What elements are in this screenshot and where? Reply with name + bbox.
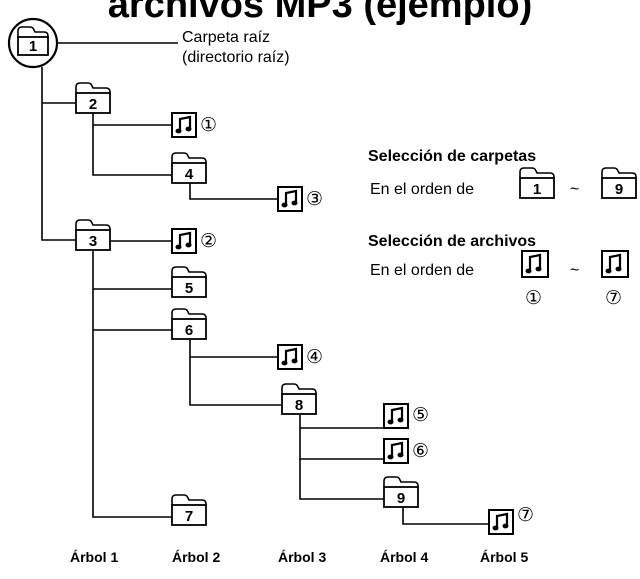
folder-7-icon: 7: [171, 494, 207, 526]
file-5-number: ⑤: [412, 404, 429, 426]
file-4-music-icon: [277, 344, 303, 370]
folder-selection-tilde: ~: [570, 181, 580, 198]
legend-file-to-number: ⑦: [605, 287, 622, 309]
folder-number: 8: [295, 397, 303, 414]
root-label-line1: Carpeta raíz: [182, 29, 271, 46]
file-3-number: ③: [306, 188, 323, 210]
legend-folder-from-icon: 1: [519, 167, 555, 199]
folder-8-icon: 8: [281, 383, 317, 415]
file-5-music-icon: [383, 403, 409, 429]
folder-number: 7: [185, 508, 193, 525]
folder-5-icon: 5: [171, 266, 207, 298]
tree-label-3: Árbol 3: [278, 549, 327, 565]
tree-label-2: Árbol 2: [172, 549, 221, 565]
folder-3-icon: 3: [75, 219, 111, 251]
folder-number: 6: [185, 322, 193, 339]
folder-number: 2: [89, 96, 97, 113]
file-2-number: ②: [200, 230, 217, 252]
folder-selection-title: Selección de carpetas: [368, 148, 537, 165]
folder-selection-prefix: En el orden de: [370, 181, 475, 198]
file-6-number: ⑥: [412, 440, 429, 462]
folder-number: 3: [89, 233, 97, 250]
file-7-music-icon: [488, 509, 514, 535]
root-label: Carpeta raíz (directorio raíz): [182, 28, 290, 68]
file-4-number: ④: [306, 346, 323, 368]
legend-file-to-icon: [601, 250, 629, 278]
tree-label-5: Árbol 5: [480, 549, 529, 565]
legend-folder-to-icon: 9: [601, 167, 637, 199]
folder-6-icon: 6: [171, 308, 207, 340]
root-label-line2: (directorio raíz): [182, 49, 290, 66]
legend-file-from-number: ①: [525, 287, 542, 309]
file-1-music-icon: [171, 112, 197, 138]
folder-4-icon: 4: [171, 152, 207, 184]
tree-label-4: Árbol 4: [380, 549, 429, 565]
file-7-number: ⑦: [517, 504, 534, 526]
file-3-music-icon: [277, 186, 303, 212]
folder-number: 5: [185, 280, 193, 297]
tree-label-1: Árbol 1: [70, 549, 119, 565]
folder-number: 1: [533, 181, 541, 198]
folder-number: 1: [29, 38, 37, 55]
file-selection-tilde: ~: [570, 262, 580, 279]
folder-number: 9: [615, 181, 623, 198]
legend-file-from-icon: [521, 250, 549, 278]
folder-2-icon: 2: [75, 82, 111, 114]
folder-number: 4: [185, 166, 194, 183]
file-1-number: ①: [200, 114, 217, 136]
folder-number: 9: [397, 490, 405, 507]
file-selection-prefix: En el orden de: [370, 262, 475, 279]
file-2-music-icon: [171, 228, 197, 254]
file-6-music-icon: [383, 438, 409, 464]
folder-9-icon: 9: [383, 476, 419, 508]
file-selection-title: Selección de archivos: [368, 233, 537, 250]
root-folder-icon: 1: [17, 26, 49, 56]
diagram-title: archivos MP3 (ejemplo): [107, 0, 533, 26]
